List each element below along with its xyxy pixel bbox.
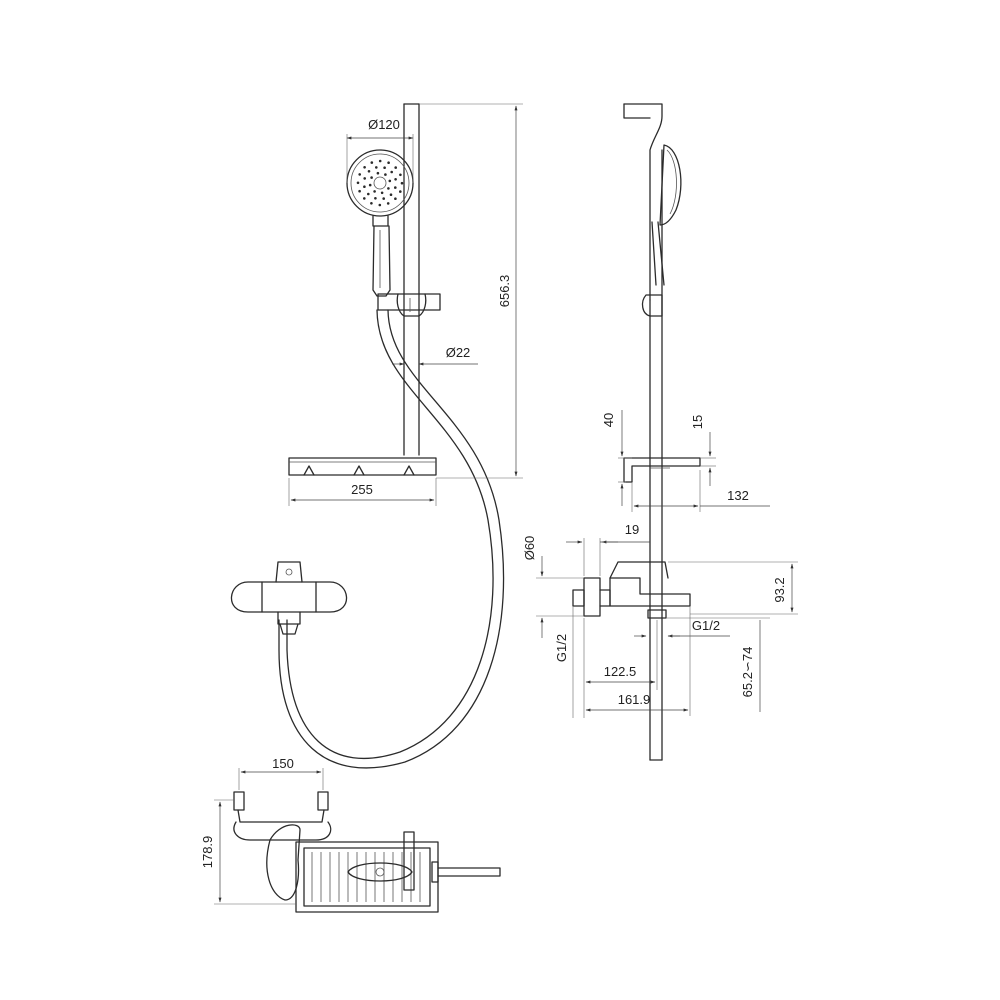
nozzle-dot: [389, 193, 393, 196]
nozzle-dot: [374, 197, 377, 200]
dim-shelf-depth: 132: [727, 488, 749, 503]
nozzle-dot: [399, 173, 402, 177]
dim-top-view-depth: 178.9: [200, 836, 215, 869]
dim-shelf-offset: 40: [601, 413, 616, 427]
nozzle-dot: [394, 186, 397, 189]
nozzle-dot: [382, 197, 386, 200]
dim-outlet-thread: G1/2: [692, 618, 720, 633]
nozzle-dot: [358, 189, 361, 193]
dim-handshower-diameter: Ø120: [368, 117, 400, 132]
nozzle-dot: [400, 181, 404, 185]
nozzle-dot: [375, 166, 378, 169]
bath-mixer-front: [230, 561, 348, 635]
dim-inlet-spacing: 150: [272, 756, 294, 771]
nozzle-dot: [363, 177, 367, 180]
nozzle-dot: [394, 178, 397, 181]
dim-shelf-thickness: 15: [690, 415, 705, 429]
nozzle-dot: [378, 159, 382, 163]
dimensions: Ø120 656.3 Ø22 255 40 15 132: [200, 103, 798, 905]
side-hand-shower: [641, 144, 682, 317]
nozzle-dot: [370, 176, 373, 179]
dim-flange-gap: 19: [625, 522, 639, 537]
nozzle-dot: [380, 191, 384, 195]
dim-shelf-width: 255: [351, 482, 373, 497]
nozzle-dot: [386, 202, 390, 205]
nozzle-dot: [363, 166, 366, 169]
nozzle-dot: [394, 166, 398, 169]
dim-inlet-thread-left: G1/2: [554, 634, 569, 662]
nozzle-dot: [394, 197, 397, 200]
slider-holder: [377, 293, 441, 317]
nozzle-dot: [390, 170, 394, 174]
nozzle-dot: [376, 171, 380, 175]
top-view: [233, 791, 501, 913]
dim-outlet-height-range: 65.2∽74: [740, 647, 755, 698]
shower-hose: [278, 309, 505, 769]
nozzle-dot: [356, 181, 360, 185]
slide-rail: [403, 103, 420, 456]
nozzle-dot: [363, 197, 366, 200]
nozzle-dot: [383, 166, 386, 169]
hand-shower-handle: [372, 225, 391, 297]
dim-spout-reach: 122.5: [604, 664, 637, 679]
nozzle-dot: [363, 185, 366, 188]
side-rail: [623, 103, 663, 761]
nozzle-dot: [387, 187, 390, 190]
nozzle-dot: [387, 161, 390, 164]
dim-mixer-depth: 161.9: [618, 692, 651, 707]
side-mixer: [572, 561, 691, 619]
dim-rail-diameter: Ø22: [446, 345, 471, 360]
nozzle-dot: [358, 173, 362, 176]
nozzle-dot: [373, 190, 376, 193]
side-view: [572, 103, 701, 761]
nozzle-dot: [388, 179, 392, 183]
hand-shower-head: [346, 149, 414, 227]
nozzle-dot: [368, 183, 372, 187]
nozzle-dot: [399, 190, 402, 193]
dim-mixer-height: 93.2: [772, 577, 787, 602]
nozzle-dot: [367, 170, 371, 173]
nozzle-dot: [384, 173, 387, 176]
basket-top: [295, 841, 439, 913]
nozzle-dot: [367, 192, 370, 196]
dim-rail-height: 656.3: [497, 275, 512, 308]
nozzle-dot: [378, 203, 382, 207]
shelf-front: [288, 457, 437, 476]
front-view: [230, 103, 505, 769]
nozzle-dot: [370, 161, 374, 164]
dim-wall-flange-diameter: Ø60: [522, 536, 537, 561]
nozzle-dot: [370, 202, 373, 205]
